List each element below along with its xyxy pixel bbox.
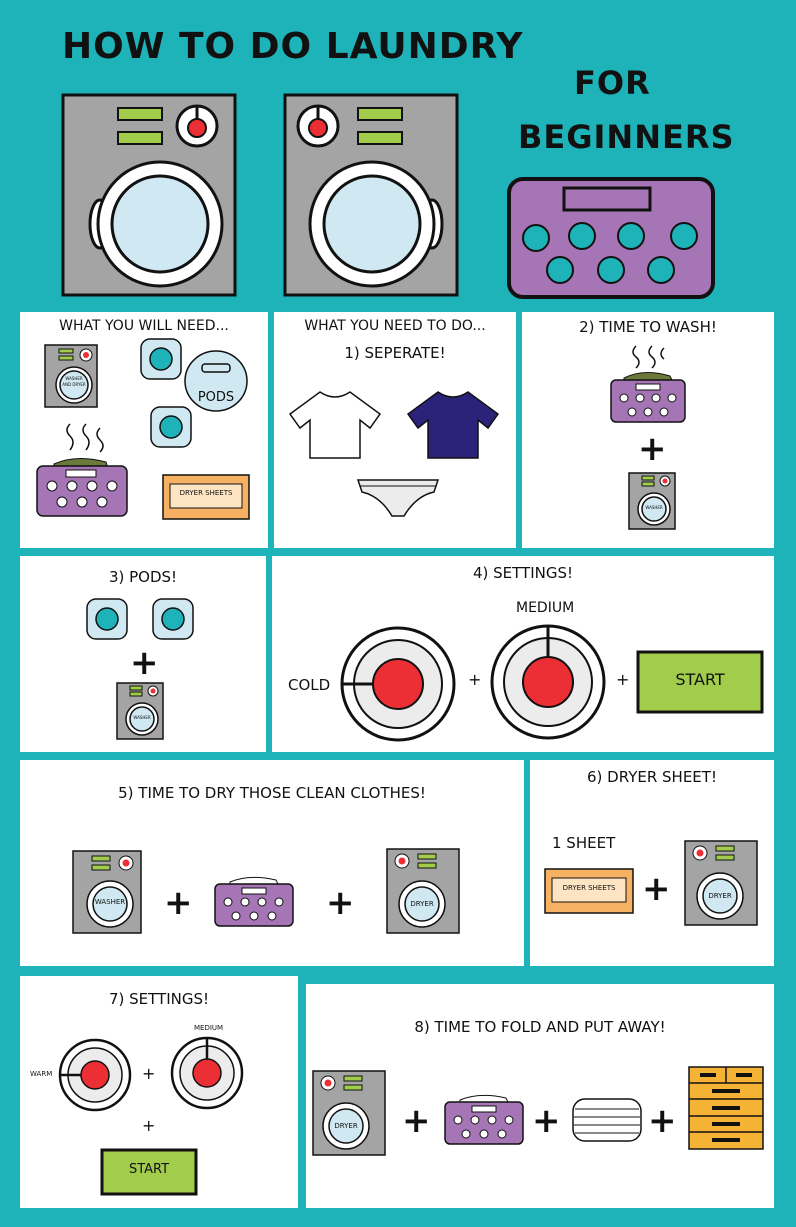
panel-heading: 6) DRYER SHEET! <box>587 768 717 786</box>
basket-icon <box>36 458 128 517</box>
dryer-icon <box>312 1070 386 1156</box>
panel-settings-2: 7) SETTINGS! WARM + MEDIUM + START <box>20 976 298 1208</box>
step-label: 1) SEPERATE! <box>344 344 446 362</box>
subtitle-for: FOR <box>574 64 651 102</box>
dryer-label: DRYER <box>708 892 732 900</box>
steam-icon <box>66 423 104 453</box>
washer-illustration-large-2 <box>283 93 459 297</box>
start-button-icon <box>636 650 764 714</box>
dryer-sheets-label: DRYER SHEETS <box>562 884 616 892</box>
panel-heading: 3) PODS! <box>108 568 178 586</box>
panel-heading: 4) SETTINGS! <box>472 564 574 582</box>
navy-shirt-icon <box>406 391 500 459</box>
basket-icon <box>444 1094 524 1145</box>
start-label: START <box>675 670 725 689</box>
dresser-icon <box>688 1066 764 1150</box>
plus-sign: + <box>468 670 482 689</box>
pods-container-icon <box>184 350 248 412</box>
underwear-icon <box>356 479 440 517</box>
panel-heading: 2) TIME TO WASH! <box>579 318 717 336</box>
plus-sign: + <box>142 1116 156 1135</box>
start-button-icon <box>100 1148 198 1196</box>
panel-dryer-sheet: 6) DRYER SHEET! 1 SHEET DRYER SHEETS + D… <box>530 760 774 966</box>
plus-sign: + <box>164 883 193 923</box>
cold-label: COLD <box>288 676 331 694</box>
dryer-sheets-box-icon <box>544 868 634 914</box>
spin-dial-medium <box>170 1036 244 1110</box>
washer-label: WASHER AND DRYER <box>62 376 86 387</box>
washer-icon <box>72 850 142 934</box>
panel-heading: 5) TIME TO DRY THOSE CLEAN CLOTHES! <box>118 784 426 802</box>
laundry-basket-illustration <box>507 177 715 299</box>
dryer-sheets-label: DRYER SHEETS <box>179 489 233 497</box>
panel-heading: 8) TIME TO FOLD AND PUT AWAY! <box>414 1018 666 1036</box>
panel-time-to-dry: 5) TIME TO DRY THOSE CLEAN CLOTHES! WASH… <box>20 760 524 966</box>
white-shirt-icon <box>288 391 382 459</box>
medium-label: MEDIUM <box>516 600 575 616</box>
basket-icon <box>214 876 294 927</box>
panel-heading: WHAT YOU WILL NEED... <box>59 318 229 334</box>
temperature-dial-cold <box>340 626 456 742</box>
washer-icon <box>116 682 164 740</box>
pod-icon-1 <box>86 598 128 640</box>
warm-label: WARM <box>30 1070 53 1078</box>
dryer-icon <box>684 840 758 926</box>
panel-time-to-wash: 2) TIME TO WASH! + WAS <box>522 312 774 548</box>
washer-illustration-large-1 <box>61 93 237 297</box>
start-label: START <box>128 1162 170 1177</box>
washer-label: WASHER <box>645 505 663 510</box>
pod-icon-1 <box>140 338 182 380</box>
plus-sign: + <box>616 670 630 689</box>
panel-settings: 4) SETTINGS! COLD + MEDIUM + START <box>272 556 774 752</box>
plus-sign: + <box>402 1101 431 1141</box>
plus-sign: + <box>638 429 667 469</box>
dryer-label: DRYER <box>410 900 434 908</box>
sheet-count-label: 1 SHEET <box>552 834 616 852</box>
dryer-icon <box>386 848 460 934</box>
pods-label: PODS <box>197 390 235 405</box>
plus-sign: + <box>130 643 159 683</box>
medium-label: MEDIUM <box>194 1024 224 1032</box>
pod-icon-2 <box>150 406 192 448</box>
plus-sign: + <box>648 1101 677 1141</box>
spin-dial-medium <box>490 624 606 740</box>
panel-heading: 7) SETTINGS! <box>108 990 210 1008</box>
dryer-label: DRYER <box>334 1122 358 1130</box>
panel-heading: WHAT YOU NEED TO DO... <box>304 318 486 334</box>
page-title: HOW TO DO LAUNDRY <box>62 26 524 67</box>
temperature-dial-warm <box>58 1038 132 1112</box>
washer-icon <box>44 344 98 408</box>
panel-pods: 3) PODS! + WASHER <box>20 556 266 752</box>
panel-fold-and-put-away: 8) TIME TO FOLD AND PUT AWAY! DRYER + + <box>306 984 774 1208</box>
plus-sign: + <box>326 883 355 923</box>
steam-icon <box>632 345 665 369</box>
folded-clothes-icon <box>572 1098 642 1142</box>
plus-sign: + <box>642 869 671 909</box>
washer-label: WASHER <box>94 898 126 906</box>
basket-icon <box>610 372 686 423</box>
washer-icon <box>628 472 676 530</box>
panel-what-you-need: WHAT YOU WILL NEED... WASHER AND DRYER P… <box>20 312 268 548</box>
panel-separate: WHAT YOU NEED TO DO... 1) SEPERATE! <box>274 312 516 548</box>
pod-icon-2 <box>152 598 194 640</box>
washer-label: WASHER <box>133 715 151 720</box>
dryer-sheets-box-icon <box>162 474 250 520</box>
subtitle-beginners: BEGINNERS <box>518 118 735 156</box>
plus-sign: + <box>142 1064 156 1083</box>
plus-sign: + <box>532 1101 561 1141</box>
